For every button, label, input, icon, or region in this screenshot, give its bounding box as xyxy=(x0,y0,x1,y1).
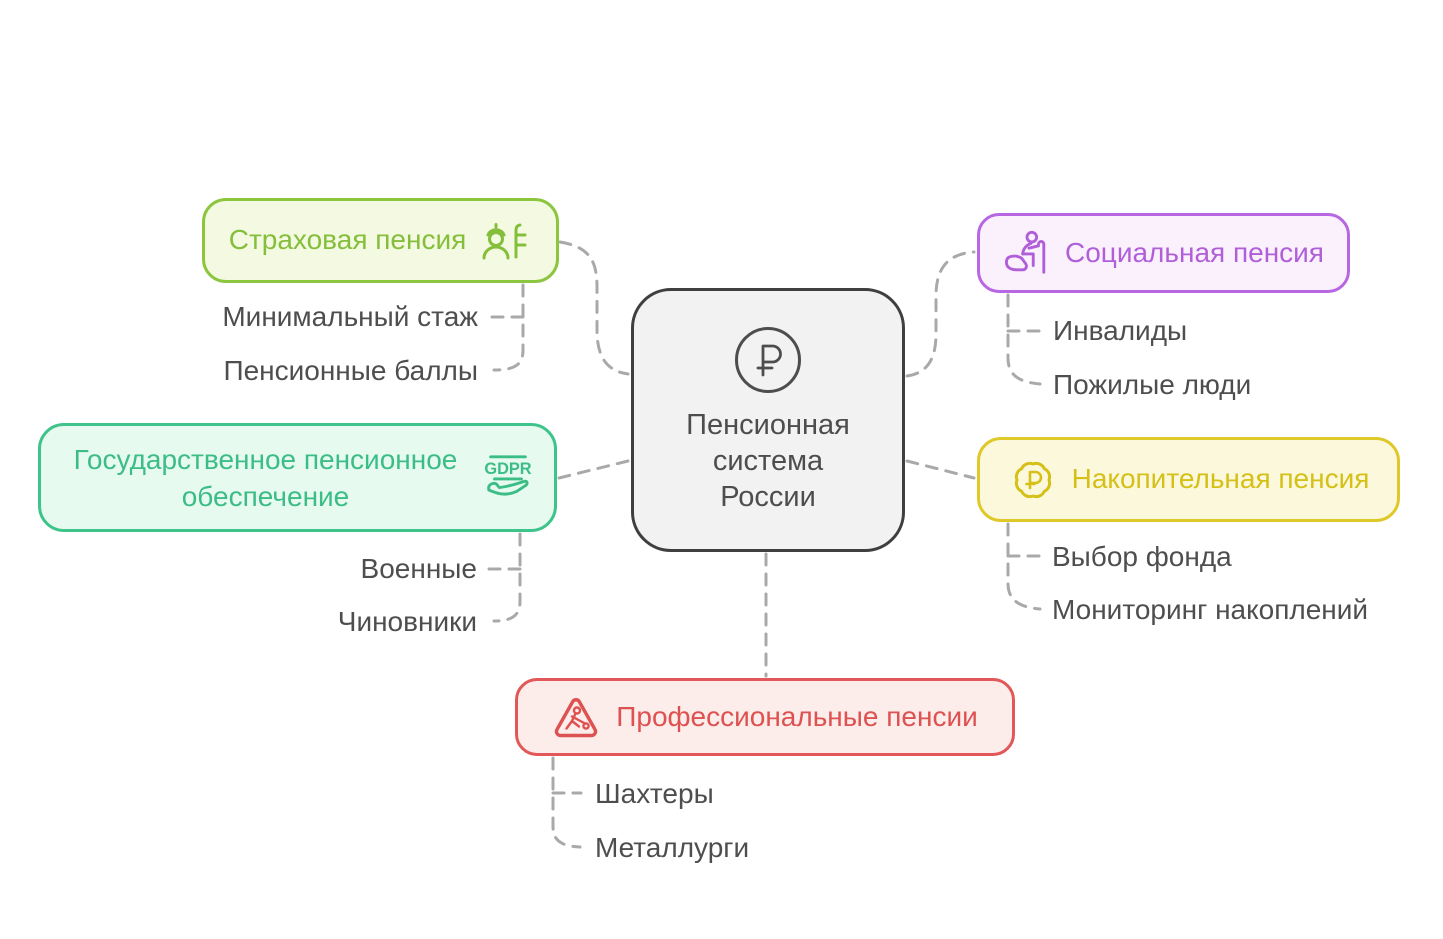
branch-label: Социальная пенсия xyxy=(1065,236,1324,268)
child-label-military: Военные xyxy=(360,553,477,584)
connector-professional-children xyxy=(551,756,582,849)
child-label-minimum-service: Минимальный стаж xyxy=(222,301,478,332)
child-label-elderly: Пожилые люди xyxy=(1053,369,1252,400)
connector-funded-children xyxy=(1006,522,1042,611)
connector-insurance-central xyxy=(558,240,630,376)
child-label-fund-choice: Выбор фонда xyxy=(1052,541,1232,572)
worker-icon xyxy=(482,222,527,259)
roadwork-sign-icon xyxy=(555,698,598,738)
child-label-officials: Чиновники xyxy=(337,606,477,637)
child-label-savings-monitoring: Мониторинг накоплений xyxy=(1052,594,1369,625)
branch-label: Страховая пенсия xyxy=(228,224,467,256)
ruble-coin-icon xyxy=(1014,461,1051,498)
connector-insurance-children xyxy=(492,283,525,372)
connector-state-children xyxy=(492,532,522,623)
branch-label: Накопительная пенсия xyxy=(1071,463,1370,495)
connector-social-children xyxy=(1006,293,1042,386)
svg-text:GDPR: GDPR xyxy=(484,460,531,478)
ruble-circle-icon xyxy=(735,327,801,393)
connector-central-funded xyxy=(905,459,976,480)
central-node-label: Пенсионная система России xyxy=(686,409,850,513)
branch-node-state-pension-provision: Государственное пенсионное обеспечение G… xyxy=(38,423,557,532)
branch-node-insurance-pension: Страховая пенсия xyxy=(202,198,559,283)
elderly-person-icon xyxy=(1005,230,1046,274)
branch-node-social-pension: Социальная пенсия xyxy=(977,213,1350,293)
gdpr-hand-icon: GDPR xyxy=(484,454,531,495)
child-label-metallurgists: Металлурги xyxy=(595,832,750,863)
branch-label: Профессиональные пенсии xyxy=(616,700,978,732)
connector-state-central xyxy=(557,459,630,480)
central-node: Пенсионная система России xyxy=(631,288,905,552)
connector-central-social xyxy=(905,250,976,378)
child-label-pension-points: Пенсионные баллы xyxy=(223,355,478,386)
branch-label: Государственное пенсионное обеспечение xyxy=(73,443,458,512)
child-label-miners: Шахтеры xyxy=(595,778,714,809)
branch-node-professional-pensions: Профессиональные пенсии xyxy=(515,678,1015,756)
branch-node-funded-pension: Накопительная пенсия xyxy=(977,437,1400,522)
child-label-disabled: Инвалиды xyxy=(1053,315,1188,346)
